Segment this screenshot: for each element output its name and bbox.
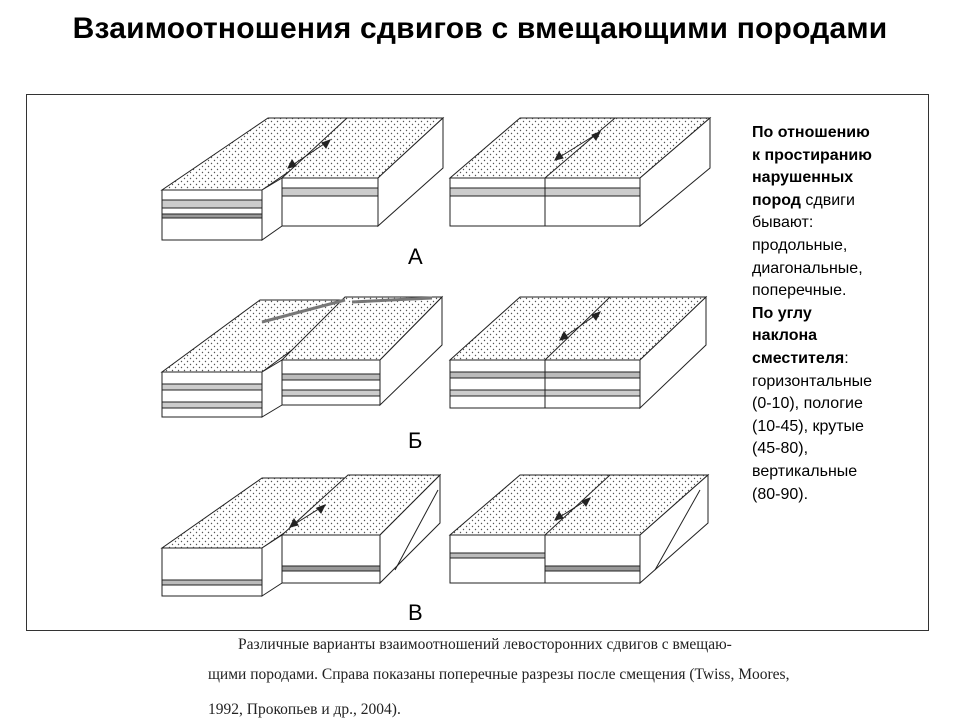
side-line: сместителя [752, 349, 845, 367]
caption-line: щими породами. Справа показаны поперечны… [208, 666, 790, 683]
label-b: Б [408, 428, 423, 453]
side-line: По отношению [752, 124, 870, 141]
side-line: бывают: [752, 214, 814, 232]
block-b-left [160, 295, 444, 418]
side-line: (0-10), пологие [752, 395, 863, 413]
caption-line: 1992, Прокопьев и др., 2004). [208, 701, 401, 718]
side-line: (45-80), [752, 440, 809, 458]
page-title: Взаимоотношения сдвигов с вмещающими пор… [72, 12, 888, 45]
side-line: поперечные. [752, 282, 847, 300]
block-a-right [448, 116, 712, 228]
side-line: продольные, [752, 236, 848, 254]
side-line: горизонтальные [752, 372, 873, 390]
side-line: к простиранию [752, 146, 872, 164]
side-line: По углу [752, 304, 812, 322]
side-line: сдвиги [800, 191, 855, 209]
side-line: вертикальные [752, 462, 858, 480]
block-a-left [160, 116, 445, 241]
side-line: нарушенных [752, 169, 854, 187]
side-line: (10-45), крутые [752, 417, 864, 435]
block-b-right [448, 295, 708, 410]
classification-text: По отношению к простиранию нарушенных по… [752, 122, 924, 506]
side-line: диагональные, [752, 259, 863, 277]
side-line: : [844, 349, 849, 367]
side-line: наклона [752, 327, 818, 345]
block-c-left [160, 473, 442, 597]
side-line: (80-90). [752, 485, 809, 503]
side-line: пород [752, 191, 801, 209]
caption-line: Различные варианты взаимоотношений левос… [238, 636, 732, 653]
label-a: А [408, 244, 423, 269]
label-c: В [408, 600, 423, 625]
block-c-right [448, 473, 710, 585]
figure-frame [26, 94, 929, 631]
